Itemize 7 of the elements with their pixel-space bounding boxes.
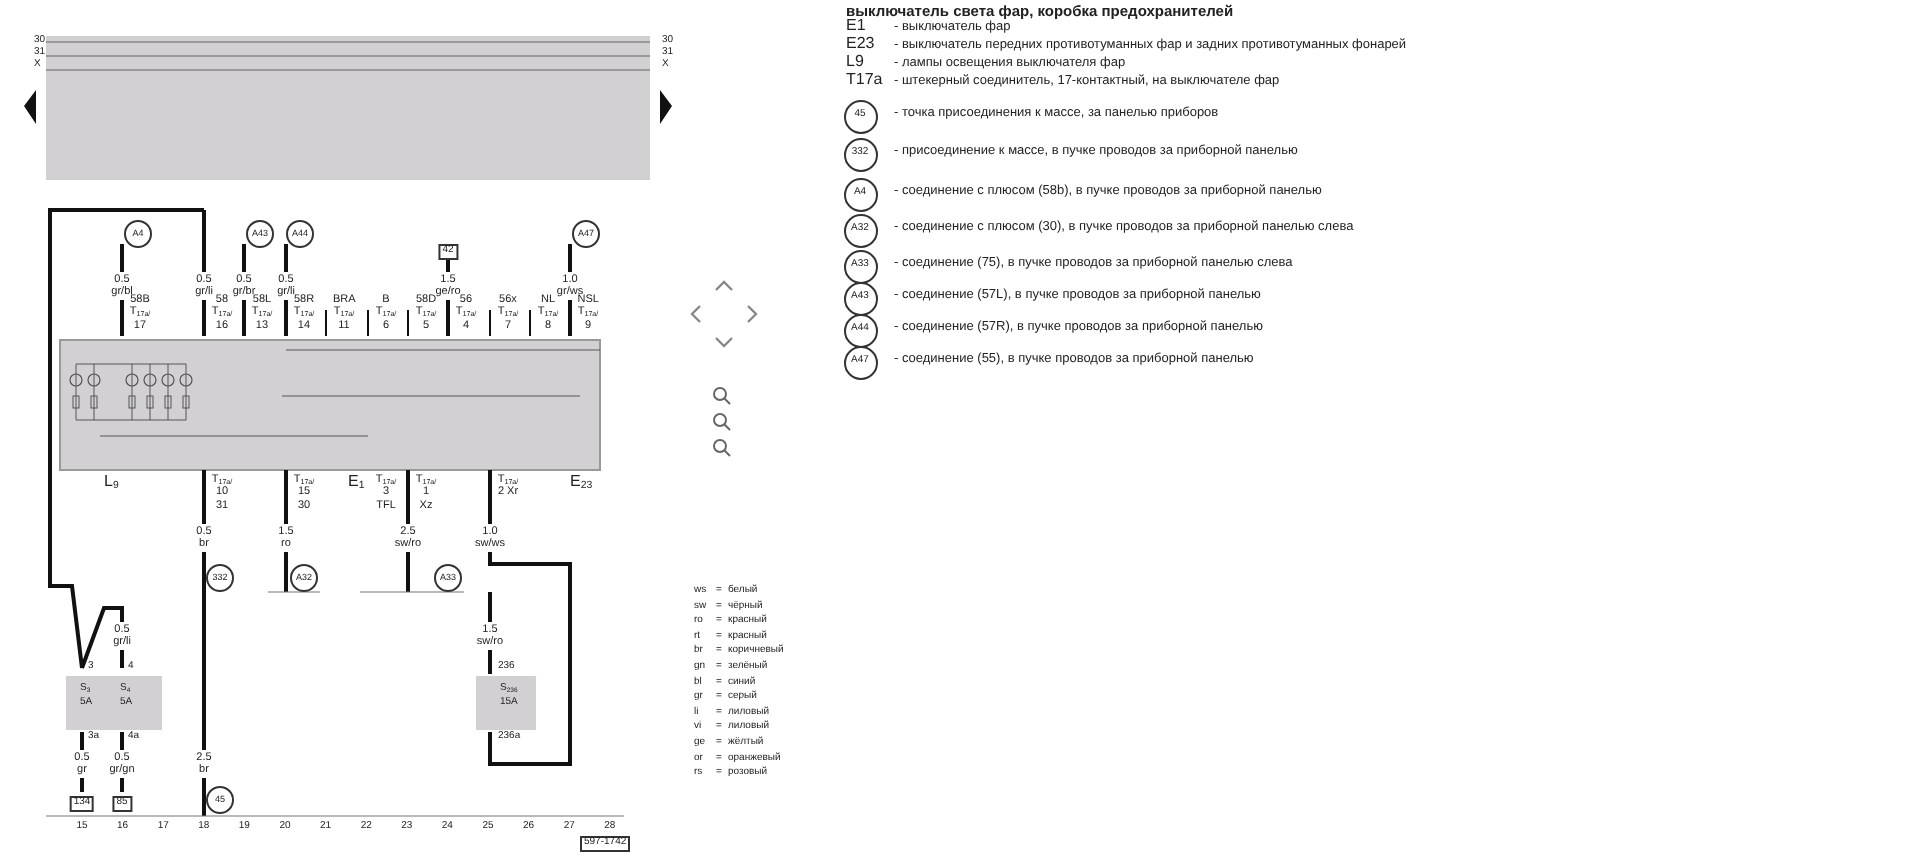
legend-code: T17a [846, 72, 883, 90]
legend-code: E23 [846, 36, 875, 54]
legend-code: L9 [846, 54, 864, 72]
component-label: E$_{23}$ [570, 474, 593, 494]
component-label: L$_{9}$ [104, 474, 119, 494]
legend-code: E1 [846, 18, 866, 36]
component-label: E$_{1}$ [348, 474, 365, 494]
